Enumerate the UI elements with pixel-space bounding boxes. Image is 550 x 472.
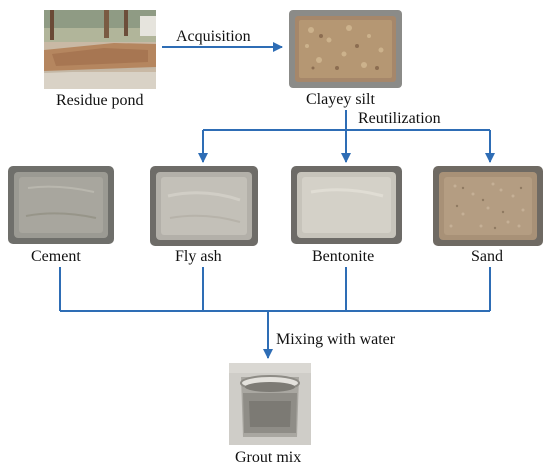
clayey-silt-photo (289, 10, 402, 88)
cement-label: Cement (31, 248, 81, 265)
sand-photo (433, 166, 543, 246)
grout-mix-photo (229, 363, 311, 445)
mixing-with-water-label: Mixing with water (276, 331, 396, 348)
grout-mix-label: Grout mix (235, 449, 302, 466)
acquisition-label: Acquisition (176, 28, 251, 45)
residue-pond-photo (44, 10, 156, 89)
fly-ash-label: Fly ash (175, 248, 222, 265)
bentonite-label: Bentonite (312, 248, 375, 265)
residue-pond-label: Residue pond (56, 92, 144, 109)
sand-label: Sand (471, 248, 503, 265)
clayey-silt-label: Clayey silt (306, 91, 375, 108)
bentonite-photo (291, 166, 402, 244)
reutilization-label: Reutilization (358, 110, 441, 127)
fly-ash-photo (150, 166, 258, 246)
cement-photo (8, 166, 114, 244)
